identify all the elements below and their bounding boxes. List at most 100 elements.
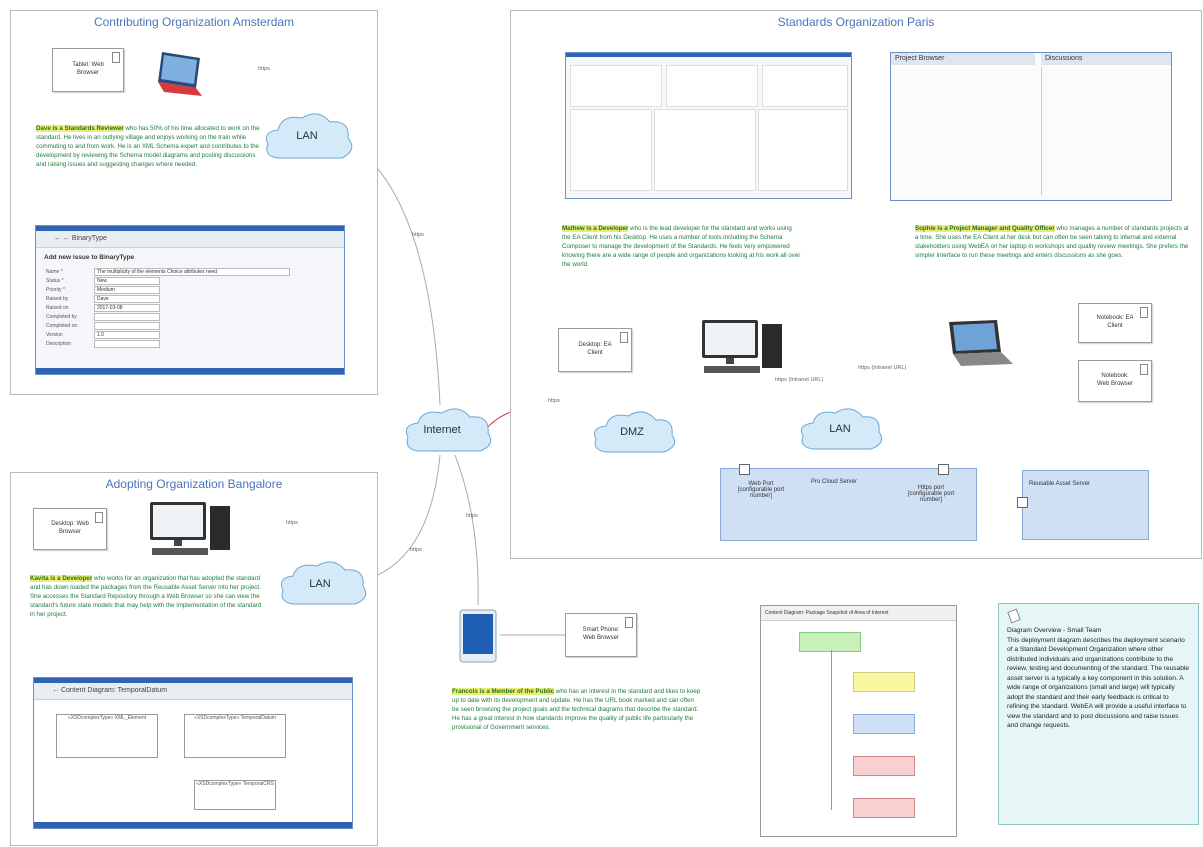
persona-sophie: Sophie is a Project Manager and Quality … xyxy=(915,225,1190,261)
node-label: Desktop: EA Client xyxy=(578,342,612,356)
reusable-asset-server[interactable]: Reusable Asset Server xyxy=(1022,470,1149,540)
form-input[interactable] xyxy=(94,339,160,348)
persona-text: who manages a number of standards projec… xyxy=(915,225,1189,259)
region-title: Adopting Organization Bangalore xyxy=(105,477,283,491)
note-text: This deployment diagram describes the de… xyxy=(1007,636,1190,730)
persona-text: who is the lead developer for the standa… xyxy=(562,225,801,268)
smartphone-icon xyxy=(459,609,497,663)
form-input[interactable] xyxy=(94,321,160,330)
edge-label: https xyxy=(410,547,422,553)
edge-label: https xyxy=(286,520,298,526)
tablet-web-browser-node[interactable]: Tablet: Web Browser xyxy=(52,48,124,92)
desktop-web-browser-node[interactable]: Desktop: Web Browser xyxy=(33,508,107,550)
form-input[interactable]: New xyxy=(94,276,160,285)
server-label: Pro Cloud Server xyxy=(811,479,858,485)
form-row: Completed by xyxy=(46,312,334,321)
link-internet-phone xyxy=(454,454,479,606)
persona-mathew: Mathew is a Developer who is the lead de… xyxy=(562,225,802,270)
notebook-web-browser-node[interactable]: Notebook: Web Browser xyxy=(1078,360,1152,402)
cloud-lan-amsterdam xyxy=(265,113,353,159)
screen-heading: Add new issue to BinaryType xyxy=(44,254,135,261)
form-input[interactable]: 2017-03-08 xyxy=(94,303,160,312)
form-input[interactable]: 1.0 xyxy=(94,330,160,339)
edge-label: https (Intranet URL) xyxy=(775,377,824,383)
screen-title: ← Content Diagram: TemporalDatum xyxy=(34,683,352,700)
notebook-ea-client-node[interactable]: Notebook: EA Client xyxy=(1078,303,1152,343)
persona-name: Kavita is a Developer xyxy=(30,575,93,582)
form-label: Priority * xyxy=(46,286,65,293)
node-label: Smart Phone: Web Browser xyxy=(582,627,620,641)
port-left[interactable] xyxy=(739,464,750,475)
port-label: Web Port [configurable port number] xyxy=(737,481,785,499)
screenshot-schema-composer xyxy=(565,52,852,199)
persona-francois: Francois is a Member of the Public who h… xyxy=(452,688,702,733)
desktop-computer-icon xyxy=(150,502,230,555)
form-input[interactable]: Medium xyxy=(94,285,160,294)
form-row: Priority * Medium xyxy=(46,285,334,294)
note-icon xyxy=(1007,608,1021,624)
laptop-icon xyxy=(949,320,1013,366)
region-title: Standards Organization Paris xyxy=(777,15,935,29)
port-label: Https port [configurable port number] xyxy=(907,485,955,503)
form-input[interactable]: Dave xyxy=(94,294,160,303)
cloud-dmz xyxy=(593,411,676,453)
form-label: Completed on xyxy=(46,322,78,329)
component-icon xyxy=(625,617,633,628)
edge-label: https xyxy=(466,513,478,519)
form-row: Name * The multiplicity of the elements C… xyxy=(46,267,334,276)
smart-phone-web-browser-node[interactable]: Smart Phone: Web Browser xyxy=(565,613,637,657)
cloud-internet xyxy=(405,408,492,452)
persona-text: who has 50% of his time allocated to wor… xyxy=(36,125,260,168)
port-reusable[interactable] xyxy=(1017,497,1028,508)
form-label: Completed by xyxy=(46,313,77,320)
screenshot-package-snapshot: Content Diagram: Package Snapshot of Are… xyxy=(760,605,957,837)
component-icon xyxy=(1140,364,1148,375)
screen-title: ← ← BinaryType xyxy=(36,231,344,248)
diagram-box: «XSDcomplexType» XML_Element xyxy=(56,714,158,758)
form-label: Status * xyxy=(46,277,64,284)
link-internet-lanbang xyxy=(364,454,441,581)
persona-text: who works for an organization that has a… xyxy=(30,575,262,618)
note-title: Diagram Overview - Small Team xyxy=(1007,627,1102,634)
server-label: Reusable Asset Server xyxy=(1029,481,1091,487)
node-label: Desktop: Web Browser xyxy=(51,521,89,535)
cloud-lan-paris xyxy=(800,408,883,450)
diagram-overview-note: Diagram Overview - Small Team This deplo… xyxy=(998,603,1199,825)
node-label: Notebook: Web Browser xyxy=(1097,373,1133,387)
desktop-ea-client-node[interactable]: Desktop: EA Client xyxy=(558,328,632,372)
edge-label: https xyxy=(548,398,560,404)
screen-title: Content Diagram: Package Snapshot of Are… xyxy=(761,606,956,621)
form-label: Description xyxy=(46,340,72,347)
edge-label: https (Intranet URL) xyxy=(858,365,907,371)
form-row: Version 1.0 xyxy=(46,330,334,339)
form-label: Version xyxy=(46,331,63,338)
edge-label: https xyxy=(258,66,270,72)
form-row: Completed on xyxy=(46,321,334,330)
persona-name: Sophie is a Project Manager and Quality … xyxy=(915,225,1055,232)
pro-cloud-server[interactable]: Pro Cloud Server Web Port [configurable … xyxy=(720,468,977,541)
screenshot-content-diagram: ← Content Diagram: TemporalDatum «XSDcom… xyxy=(33,677,353,829)
region-title: Contributing Organization Amsterdam xyxy=(93,15,295,29)
form-input[interactable]: The multiplicity of the elements Choice … xyxy=(94,267,290,276)
project-browser-title: Project Browser xyxy=(891,53,1035,65)
form-label: Name * xyxy=(46,268,63,275)
persona-text: who has an interest in the standard and … xyxy=(452,688,701,731)
screenshot-project-browser: Project Browser Discussions xyxy=(890,52,1172,201)
discussions-title: Discussions xyxy=(1041,53,1171,65)
diagram-box: «XSDcomplexType» TemporalDatum xyxy=(184,714,286,758)
edge-label: https xyxy=(412,232,424,238)
form-label: Raised by xyxy=(46,295,69,302)
port-right[interactable] xyxy=(938,464,949,475)
component-icon xyxy=(620,332,628,343)
diagram-box: «XSDcomplexType» TemporalCRS xyxy=(194,780,276,810)
form-row: Raised by Dave xyxy=(46,294,334,303)
form-row: Raised on 2017-03-08 xyxy=(46,303,334,312)
form-input[interactable] xyxy=(94,312,160,321)
form-row: Status * New xyxy=(46,276,334,285)
persona-name: Francois is a Member of the Public xyxy=(452,688,555,695)
issue-form: Name * The multiplicity of the elements C… xyxy=(36,267,344,348)
form-row: Description xyxy=(46,339,334,348)
form-label: Raised on xyxy=(46,304,69,311)
tablet-icon xyxy=(158,52,202,96)
component-icon xyxy=(112,52,120,63)
